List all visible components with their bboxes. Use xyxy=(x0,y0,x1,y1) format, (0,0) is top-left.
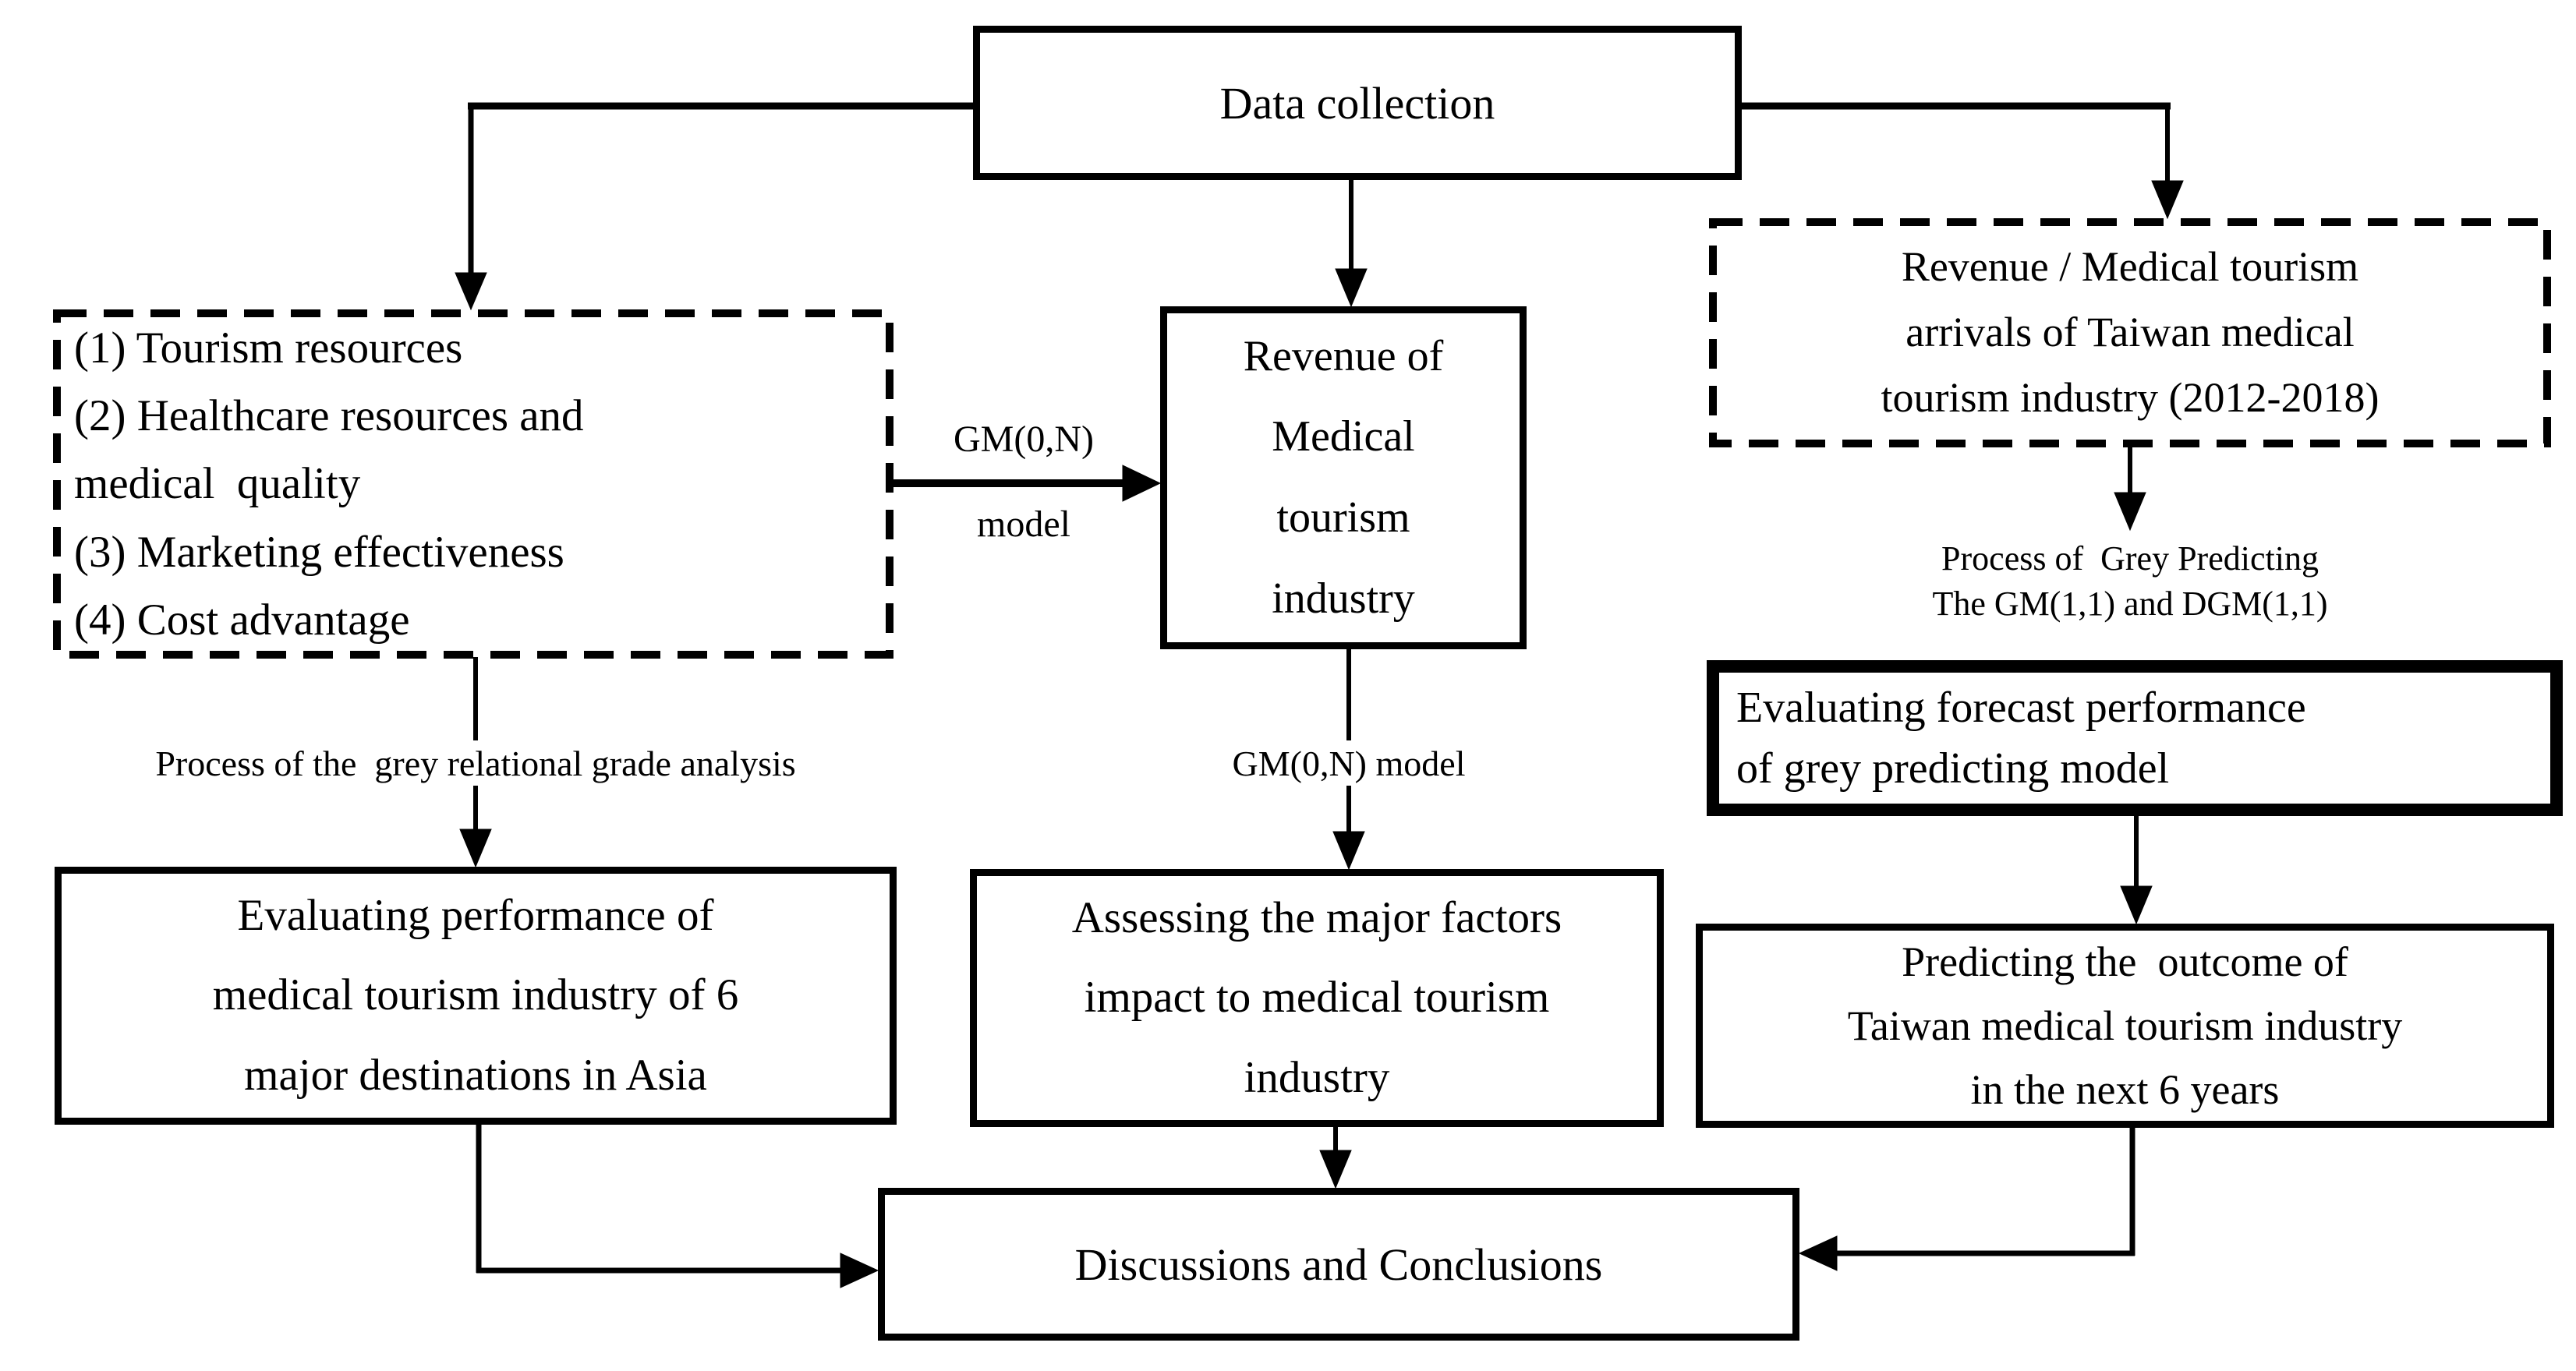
arrowhead-into-greypredicting xyxy=(2114,492,2146,532)
label-gm0n-model-left: GM(0,N) model xyxy=(879,419,1168,546)
criteria-line: (4) Cost advantage xyxy=(74,595,410,645)
grey-predicting-line: The GM(1,1) and DGM(1,1) xyxy=(1932,585,2328,623)
box-taiwan-arrivals-data: Revenue / Medical tourism arrivals of Ta… xyxy=(1713,222,2547,443)
criteria-line: medical quality xyxy=(74,459,361,509)
label-gm0n-model-mid: GM(0,N) model xyxy=(1162,740,1536,786)
assessing-line: industry xyxy=(1244,1052,1390,1102)
taiwan-data-line: arrivals of Taiwan medical xyxy=(1905,309,2355,356)
revenue-line: tourism xyxy=(1276,493,1410,542)
criteria-line: (3) Marketing effectiveness xyxy=(74,527,564,577)
gm0n-mid-text: GM(0,N) model xyxy=(1232,743,1466,783)
predicting-line: in the next 6 years xyxy=(1970,1066,2280,1114)
box-predicting-outcome: Predicting the outcome of Taiwan medical… xyxy=(1696,924,2554,1128)
arrowhead-into-revenue xyxy=(1335,268,1368,308)
arrowhead-into-criteria xyxy=(455,272,487,311)
predicting-line: Taiwan medical tourism industry xyxy=(1847,1002,2403,1049)
revenue-line: industry xyxy=(1272,574,1415,623)
gm0n-left-line: model xyxy=(977,504,1070,546)
discussions-label: Discussions and Conclusions xyxy=(1074,1238,1603,1290)
criteria-line: (2) Healthcare resources and xyxy=(74,391,584,441)
grey-relational-text: Process of the grey relational grade ana… xyxy=(155,743,796,783)
eval-performance-line: major destinations in Asia xyxy=(244,1050,707,1100)
revenue-line: Revenue of xyxy=(1243,331,1444,380)
arrowhead-into-taiwandata xyxy=(2151,180,2184,220)
box-data-collection: Data collection xyxy=(973,26,1742,180)
arrowhead-into-evalperformance xyxy=(459,829,492,868)
predicting-line: Predicting the outcome of xyxy=(1902,938,2348,985)
taiwan-data-line: Revenue / Medical tourism xyxy=(1901,243,2359,291)
grey-predicting-line: Process of Grey Predicting xyxy=(1941,539,2319,578)
taiwan-data-dashed-border xyxy=(1709,218,2551,447)
eval-forecast-line: Evaluating forecast performance xyxy=(1736,683,2306,732)
box-evaluating-forecast-performance: Evaluating forecast performance of grey … xyxy=(1707,660,2563,816)
assessing-line: Assessing the major factors xyxy=(1071,892,1562,942)
box-evaluating-performance: Evaluating performance of medical touris… xyxy=(55,867,897,1125)
arrowhead-into-revenue-left xyxy=(1122,465,1162,502)
label-grey-relational-process: Process of the grey relational grade ana… xyxy=(45,740,906,786)
label-grey-predicting-process: Process of Grey Predicting The GM(1,1) a… xyxy=(1779,535,2481,628)
eval-forecast-line: of grey predicting model xyxy=(1736,744,2170,793)
arrowhead-into-discussions-left xyxy=(840,1253,879,1288)
arrowhead-into-predicting xyxy=(2120,885,2153,925)
gm0n-left-line: GM(0,N) xyxy=(954,419,1094,460)
box-criteria-list: (1) Tourism resources (2) Healthcare res… xyxy=(74,313,889,655)
arrowhead-into-discussions-top xyxy=(1319,1150,1352,1189)
taiwan-data-line: tourism industry (2012-2018) xyxy=(1881,373,2380,421)
data-collection-label: Data collection xyxy=(1219,77,1495,129)
box-assessing-major-factors: Assessing the major factors impact to me… xyxy=(970,869,1664,1127)
criteria-line: (1) Tourism resources xyxy=(74,323,463,373)
box-discussions-conclusions: Discussions and Conclusions xyxy=(878,1188,1799,1341)
criteria-dashed-border xyxy=(53,309,893,659)
revenue-line: Medical xyxy=(1272,412,1415,461)
arrowhead-into-assessing xyxy=(1332,831,1365,871)
eval-performance-line: medical tourism industry of 6 xyxy=(212,970,739,1020)
eval-performance-line: Evaluating performance of xyxy=(237,890,714,940)
assessing-line: impact to medical tourism xyxy=(1084,973,1550,1023)
arrowhead-into-discussions-right xyxy=(1798,1235,1838,1271)
box-revenue-medical-tourism: Revenue of Medical tourism industry xyxy=(1160,306,1527,649)
